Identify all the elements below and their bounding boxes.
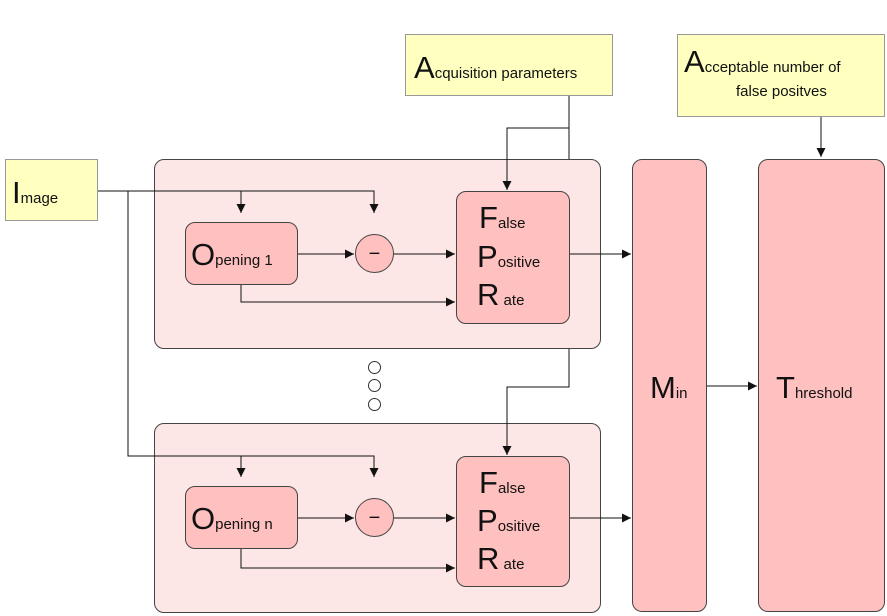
- opening-1-initial: O: [191, 237, 216, 272]
- acquisition-label: cquisition parameters: [434, 65, 578, 82]
- min-label: in: [675, 385, 688, 402]
- fpr-n-r-initial: R: [477, 541, 500, 576]
- false-positive-rate-1-box: False Positive R ate: [456, 191, 570, 324]
- fpr-n-f-initial: F: [479, 465, 498, 500]
- image-initial: I: [12, 175, 21, 210]
- image-wire-down: [127, 191, 379, 477]
- acceptable-label-line1: cceptable number of: [704, 59, 841, 76]
- opening-n-label: pening n: [215, 516, 273, 533]
- opening-n-box: Opening n: [185, 486, 298, 549]
- opening-1-box: Opening 1: [185, 222, 298, 285]
- ellipsis-dot-3: [368, 398, 381, 411]
- fpr-n-p-label: ositive: [497, 518, 541, 535]
- ellipsis-dot-2: [368, 379, 381, 392]
- ellipsis-dot-1: [368, 361, 381, 374]
- min-initial: M: [650, 370, 676, 405]
- image-wire-top: [97, 190, 379, 213]
- opening-1-label: pening 1: [215, 252, 273, 269]
- acquisition-to-fpr-n: [502, 349, 570, 455]
- fpr-1-f-label: alse: [497, 215, 526, 232]
- fpr-n-r-label: ate: [499, 556, 525, 573]
- acceptable-label-line2: false positves: [736, 83, 827, 100]
- fpr-1-p-label: ositive: [497, 254, 541, 271]
- subtract-1-operator: −: [355, 234, 394, 273]
- min-box: Min: [632, 159, 707, 612]
- image-label: mage: [20, 190, 59, 207]
- opening-n-initial: O: [191, 501, 216, 536]
- threshold-initial: T: [776, 370, 795, 405]
- threshold-box: Threshold: [758, 159, 885, 612]
- fpr-1-p-initial: P: [477, 239, 498, 274]
- acquisition-parameters-box: Acquisition parameters: [405, 34, 613, 96]
- fpr-n-f-label: alse: [497, 480, 526, 497]
- image-input-box: Image: [5, 159, 98, 221]
- acquisition-initial: A: [414, 50, 435, 85]
- opening-1-to-fpr: [240, 285, 455, 307]
- threshold-label: hreshold: [794, 385, 853, 402]
- fpr-1-f-initial: F: [479, 200, 498, 235]
- acceptable-initial: A: [684, 44, 705, 79]
- fpr-1-r-initial: R: [477, 277, 500, 312]
- acquisition-to-fpr-1: [502, 96, 570, 190]
- acceptable-false-positives-box: Acceptable number of false positves: [677, 34, 885, 117]
- false-positive-rate-n-box: False Positive R ate: [456, 456, 570, 587]
- opening-n-to-fpr: [240, 549, 455, 573]
- fpr-1-r-label: ate: [499, 292, 525, 309]
- fpr-n-p-initial: P: [477, 503, 498, 538]
- subtract-n-operator: −: [355, 498, 394, 537]
